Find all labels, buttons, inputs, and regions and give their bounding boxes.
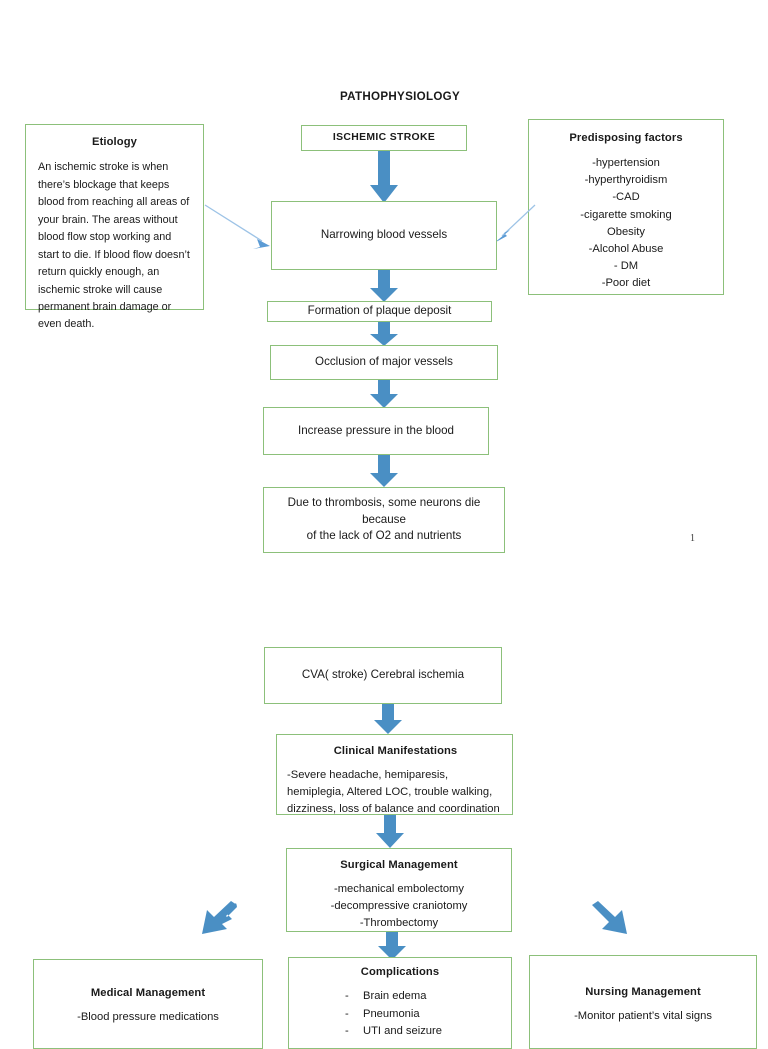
list-item: - Pneumonia <box>297 1006 503 1024</box>
list-item-label: Brain edema <box>363 990 427 1003</box>
node-etiology-body: An ischemic stroke is when there’s block… <box>38 161 190 331</box>
connector-arrow-predisposing-icon <box>492 203 536 245</box>
list-item-dash: - <box>345 990 349 1003</box>
arrow-down-icon <box>368 704 408 734</box>
node-cva: CVA( stroke) Cerebral ischemia <box>264 647 502 704</box>
list-item: - UTI and seizure <box>297 1023 503 1041</box>
node-cva-text: CVA( stroke) Cerebral ischemia <box>301 668 465 682</box>
page-title: PATHOPHYSIOLOGY <box>339 90 461 103</box>
node-etiology: Etiology An ischemic stroke is when ther… <box>25 124 204 330</box>
connector-arrow-etiology-icon <box>204 203 274 251</box>
node-occlusion: Occlusion of major vessels <box>270 345 498 380</box>
node-predisposing-factors: Predisposing factors -hypertension -hype… <box>528 119 724 295</box>
arrow-down-icon <box>364 322 404 346</box>
node-ischemic-stroke-title: ISCHEMIC STROKE <box>332 131 436 143</box>
node-narrowing-blood-vessels: Narrowing blood vessels <box>271 201 497 270</box>
page-number: 1 <box>690 533 695 544</box>
node-predisposing-factors-list: -hypertension -hyperthyroidism -CAD -cig… <box>580 155 671 292</box>
list-item-dash: - <box>345 1025 349 1038</box>
list-item: -CAD <box>612 191 640 204</box>
list-item: -Blood pressure medications <box>77 1011 219 1024</box>
list-item-label: Pneumonia <box>363 1007 420 1020</box>
node-medical-management-list: -Blood pressure medications <box>77 1009 219 1026</box>
arrow-down-icon <box>364 151 404 203</box>
node-narrowing-blood-vessels-text: Narrowing blood vessels <box>320 228 448 242</box>
arrow-down-icon <box>364 380 404 408</box>
pathophysiology-diagram: PATHOPHYSIOLOGY 1 ISCHEMIC STROKE Etiolo… <box>25 90 757 1049</box>
node-surgical-management: Surgical Management -mechanical embolect… <box>286 848 512 932</box>
list-item: -mechanical embolectomy <box>334 883 464 896</box>
list-item: - Brain edema <box>297 988 503 1006</box>
node-clinical-manifestations: Clinical Manifestations -Severe headache… <box>276 734 513 815</box>
node-surgical-management-list: -mechanical embolectomy -decompressive c… <box>331 881 468 931</box>
node-medical-management-title: Medical Management <box>90 987 206 999</box>
node-complications-title: Complications <box>360 966 440 978</box>
node-clinical-manifestations-body: -Severe headache, hemiparesis, hemiplegi… <box>287 769 500 815</box>
node-complications-list: - Brain edema - Pneumonia - UTI and seiz… <box>297 988 503 1041</box>
node-thrombosis: Due to thrombosis, some neurons die beca… <box>263 487 505 553</box>
arrow-down-icon <box>364 270 404 302</box>
node-plaque-deposit-text: Formation of plaque deposit <box>307 304 452 318</box>
node-thrombosis-text: Due to thrombosis, some neurons die beca… <box>272 495 496 545</box>
list-item: -hyperthyroidism <box>584 174 668 187</box>
list-item-label: UTI and seizure <box>363 1025 442 1038</box>
node-increase-pressure: Increase pressure in the blood <box>263 407 489 455</box>
node-predisposing-factors-title: Predisposing factors <box>569 132 683 144</box>
node-ischemic-stroke: ISCHEMIC STROKE <box>301 125 467 151</box>
arrow-down-icon <box>364 455 404 487</box>
list-item-dash: - <box>345 1007 349 1020</box>
arrow-down-right-icon <box>591 901 633 939</box>
list-item: -Thrombectomy <box>359 916 439 929</box>
node-increase-pressure-text: Increase pressure in the blood <box>298 423 454 437</box>
list-item: -hypertension <box>592 157 660 170</box>
arrow-down-icon <box>370 815 410 848</box>
node-etiology-title: Etiology <box>92 136 137 148</box>
arrow-down-left-icon <box>196 901 238 939</box>
node-surgical-management-title: Surgical Management <box>340 859 458 871</box>
list-item: - DM <box>613 259 639 272</box>
node-plaque-deposit: Formation of plaque deposit <box>267 301 492 322</box>
list-item: -decompressive craniotomy <box>330 899 468 912</box>
node-clinical-manifestations-title: Clinical Manifestations <box>333 745 458 757</box>
node-medical-management: Medical Management -Blood pressure medic… <box>33 959 263 1049</box>
list-item: -Monitor patient’s vital signs <box>574 1010 712 1023</box>
node-nursing-management-list: -Monitor patient’s vital signs <box>574 1008 712 1025</box>
list-item: -cigarette smoking <box>580 208 672 221</box>
node-nursing-management-title: Nursing Management <box>585 986 701 998</box>
list-item: -Alcohol Abuse <box>588 242 664 255</box>
arrow-down-icon <box>372 932 412 960</box>
list-item: Obesity <box>607 225 645 238</box>
node-thrombosis-line-1: Due to thrombosis, some neurons die beca… <box>287 495 481 526</box>
list-item: -Poor diet <box>601 277 651 290</box>
node-nursing-management: Nursing Management -Monitor patient’s vi… <box>529 955 757 1049</box>
node-complications: Complications - Brain edema - Pneumonia … <box>288 957 512 1049</box>
node-occlusion-text: Occlusion of major vessels <box>315 355 453 369</box>
node-thrombosis-line-2: of the lack of O2 and nutrients <box>306 529 462 543</box>
